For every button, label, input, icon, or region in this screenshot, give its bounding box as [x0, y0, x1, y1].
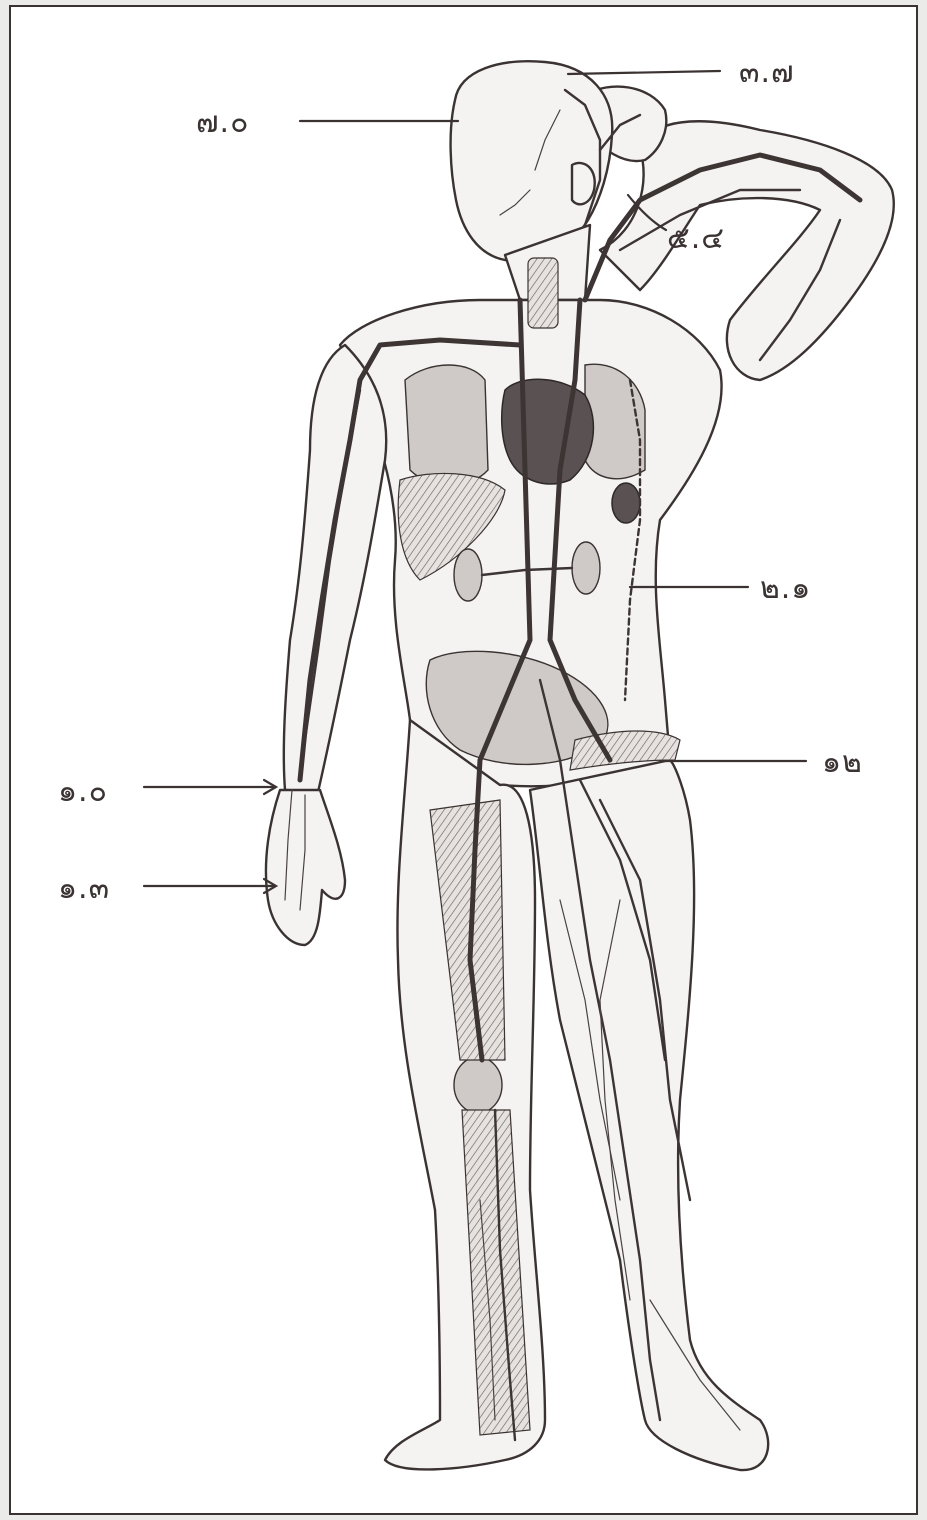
label-face: ๗.๐: [196, 105, 249, 140]
spleen: [612, 483, 640, 523]
cervical-spine: [528, 258, 558, 328]
label-hand: ๑.๓: [58, 871, 110, 906]
heart: [502, 379, 594, 484]
right-knee: [454, 1057, 502, 1113]
label-wrist: ๑.๐: [58, 774, 108, 809]
label-neck: ๕.๔: [667, 221, 725, 256]
label-abdomen: ๒.๑: [760, 571, 811, 606]
right-lung: [405, 365, 488, 485]
right-kidney: [454, 549, 482, 601]
left-kidney: [572, 542, 600, 594]
label-thigh: ๑๒: [822, 745, 863, 780]
label-head-top: ๓.๗: [739, 55, 795, 90]
